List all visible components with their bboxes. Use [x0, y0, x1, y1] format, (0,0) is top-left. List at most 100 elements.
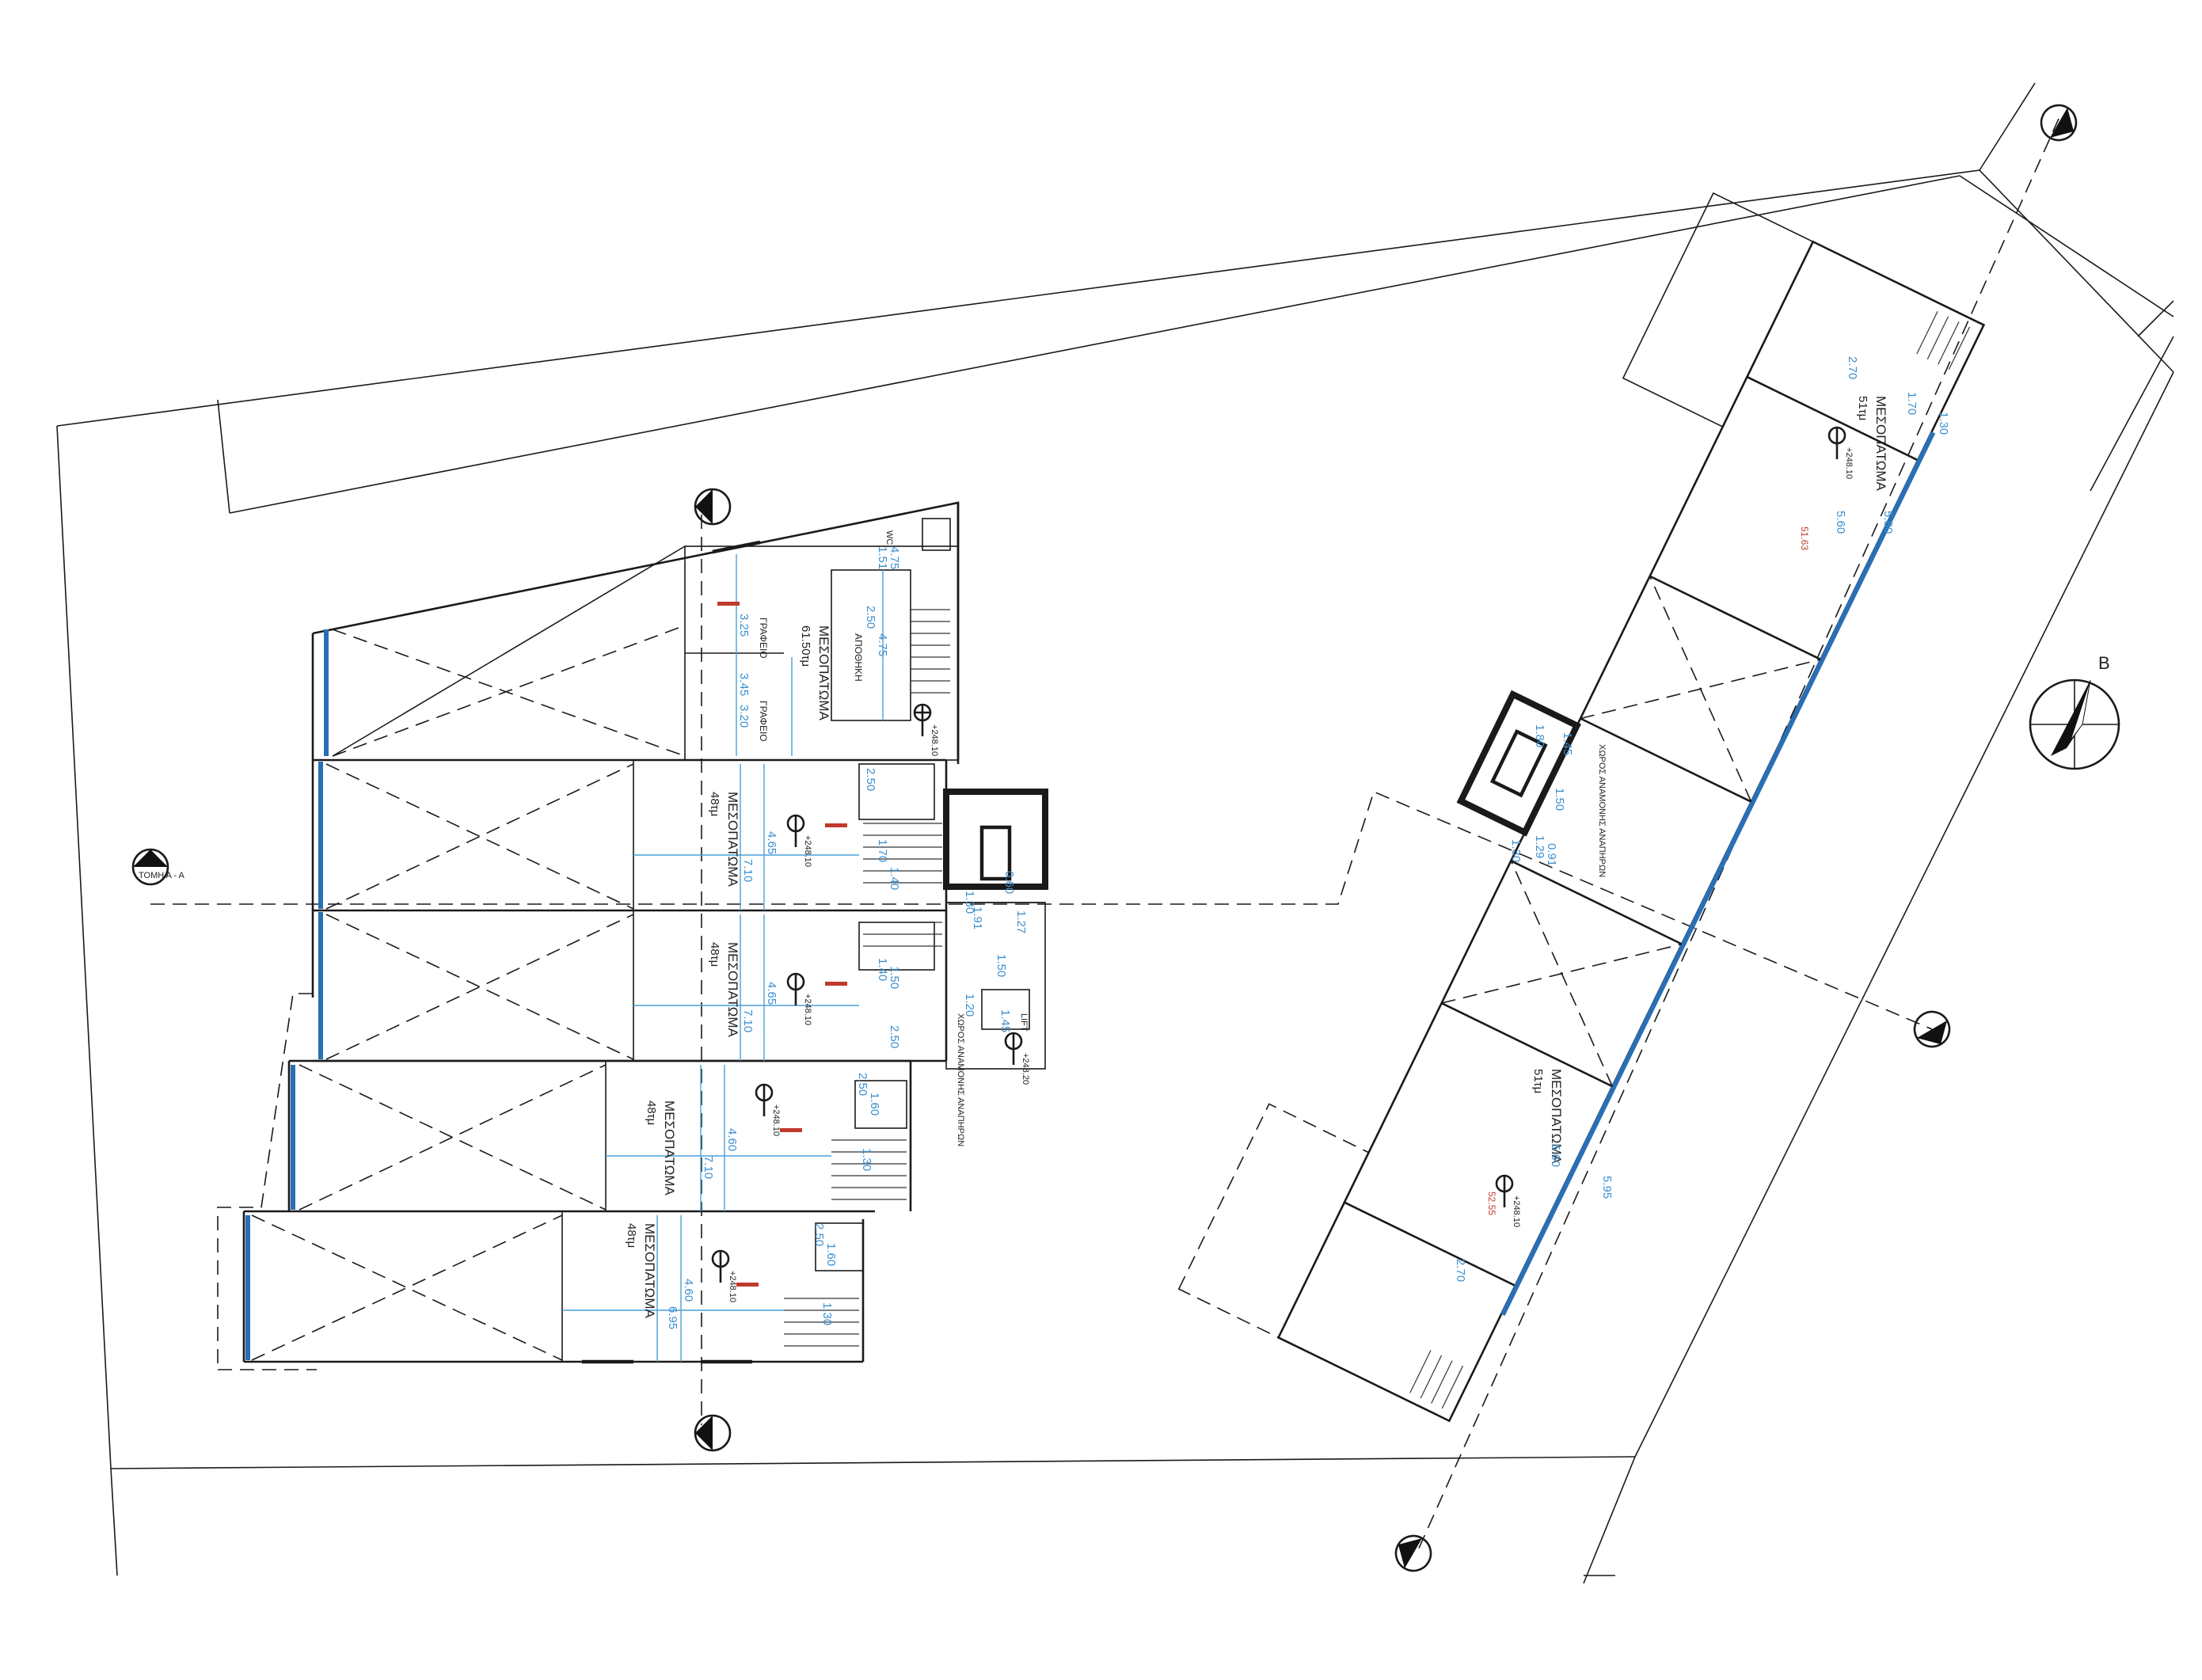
- svg-text:+248.10: +248.10: [803, 835, 812, 867]
- room-area: 48τμ: [708, 942, 721, 967]
- svg-text:1.80: 1.80: [1533, 724, 1546, 747]
- north-arrow-icon: Β: [2029, 653, 2120, 770]
- svg-text:4.60: 4.60: [682, 1279, 695, 1302]
- svg-text:4.60: 4.60: [725, 1128, 739, 1151]
- room-area: 51τμ: [1531, 1069, 1545, 1093]
- svg-text:1.50: 1.50: [995, 954, 1008, 977]
- section-marker-aa-right: [1913, 1010, 1951, 1048]
- svg-text:1.70: 1.70: [876, 839, 889, 862]
- svg-text:1.45: 1.45: [998, 1009, 1012, 1032]
- room-refuge: ΧΩΡΟΣ ΑΝΑΜΟΝΗΣ ΑΝΑΠΗΡΩΝ: [1597, 744, 1607, 877]
- svg-text:1.29: 1.29: [1533, 835, 1546, 858]
- svg-text:+248.10: +248.10: [1844, 447, 1854, 479]
- svg-text:5.95: 5.95: [1600, 1176, 1614, 1199]
- room-area: 48τμ: [645, 1100, 658, 1125]
- room-office: ΓΡΑΦΕΙΟ: [758, 618, 769, 659]
- svg-text:1.30: 1.30: [1937, 412, 1950, 435]
- section-marker-bb-right-top: [2040, 104, 2078, 142]
- svg-text:1.50: 1.50: [1553, 788, 1566, 811]
- svg-text:1.40: 1.40: [888, 867, 901, 890]
- svg-text:4.65: 4.65: [765, 831, 778, 854]
- svg-text:6.95: 6.95: [666, 1306, 679, 1329]
- svg-text:1.51: 1.51: [876, 546, 889, 569]
- north-label: Β: [2098, 653, 2110, 673]
- room-area: 48τμ: [625, 1223, 638, 1248]
- svg-text:1.91: 1.91: [971, 907, 984, 929]
- room-name: ΜΕΣΟΠΑΤΩΜΑ: [662, 1100, 677, 1196]
- section-marker-aa-left: ΤΟΜΗ Α - Α: [131, 848, 185, 886]
- section-line-a-a: [150, 790, 1933, 1030]
- svg-text:1.27: 1.27: [1014, 910, 1028, 933]
- svg-text:7.10: 7.10: [741, 1009, 755, 1032]
- svg-text:51.63: 51.63: [1799, 526, 1810, 550]
- svg-text:2.70: 2.70: [1454, 1259, 1467, 1282]
- section-marker-bb-bottom: [694, 1414, 732, 1452]
- svg-text:7.10: 7.10: [702, 1156, 715, 1179]
- svg-text:1.30: 1.30: [860, 1148, 873, 1171]
- svg-text:5.80: 5.80: [1881, 511, 1895, 534]
- unit-interiors: [784, 763, 942, 1347]
- plot-boundary: [56, 82, 2174, 1584]
- svg-text:1.40: 1.40: [876, 958, 889, 981]
- svg-text:2.50: 2.50: [812, 1223, 826, 1246]
- svg-text:2.50: 2.50: [864, 606, 877, 629]
- room-area: 48τμ: [708, 792, 721, 816]
- svg-text:4.65: 4.65: [765, 982, 778, 1005]
- room-name: ΜΕΣΟΠΑΤΩΜΑ: [725, 942, 740, 1038]
- svg-text:3.20: 3.20: [737, 705, 751, 728]
- svg-text:2.50: 2.50: [888, 1025, 901, 1048]
- room-labels: ΜΕΣΟΠΑΤΩΜΑ 61.50τμ ΓΡΑΦΕΙΟ ΓΡΑΦΕΙΟ ΑΠΟΘΗ…: [625, 396, 1888, 1319]
- room-area: 51τμ: [1856, 396, 1869, 420]
- svg-text:2.70: 2.70: [1846, 356, 1859, 379]
- svg-text:+248.10: +248.10: [728, 1271, 737, 1302]
- svg-text:ΤΟΜΗ Α - Α: ΤΟΜΗ Α - Α: [139, 871, 185, 880]
- svg-text:+248.10: +248.10: [803, 994, 812, 1025]
- svg-text:1.60: 1.60: [824, 1243, 838, 1266]
- section-marker-bb-right-bottom: [1394, 1534, 1432, 1572]
- svg-text:1.45: 1.45: [1561, 732, 1574, 755]
- svg-text:2.50: 2.50: [856, 1073, 869, 1096]
- dimension-labels: 4.75 1.51 3.25 3.45 3.20 2.50 4.75 4.65 …: [666, 356, 1950, 1329]
- svg-text:+248.10: +248.10: [771, 1104, 781, 1136]
- svg-text:1.50: 1.50: [888, 966, 901, 989]
- room-lift: LIFT: [1019, 1013, 1029, 1032]
- room-name: ΜΕΣΟΠΑΤΩΜΑ: [725, 792, 740, 888]
- svg-text:7.10: 7.10: [741, 859, 755, 882]
- room-name: ΜΕΣΟΠΑΤΩΜΑ: [1549, 1069, 1564, 1165]
- svg-text:5.60: 5.60: [1549, 1144, 1562, 1167]
- svg-text:1.20: 1.20: [963, 994, 976, 1017]
- core-stair: [943, 789, 1048, 1070]
- svg-text:2.50: 2.50: [864, 768, 877, 791]
- svg-text:1.30: 1.30: [963, 891, 976, 914]
- room-office: ΓΡΑΦΕΙΟ: [758, 701, 769, 742]
- void-area: [251, 545, 686, 1362]
- svg-text:52.55: 52.55: [1486, 1192, 1497, 1215]
- room-name: ΜΕΣΟΠΑΤΩΜΑ: [1873, 396, 1888, 492]
- svg-text:3.25: 3.25: [737, 614, 751, 637]
- svg-text:1.30: 1.30: [820, 1302, 834, 1325]
- room-refuge: ΧΩΡΟΣ ΑΝΑΜΟΝΗΣ ΑΝΑΠΗΡΩΝ: [956, 1013, 965, 1146]
- left-building: [217, 501, 1048, 1370]
- svg-text:0.91: 0.91: [1545, 843, 1558, 866]
- room-storage: ΑΠΟΘΗΚΗ: [853, 633, 864, 682]
- svg-text:5.60: 5.60: [1834, 511, 1847, 534]
- svg-text:+248.10: +248.10: [930, 724, 939, 756]
- svg-text:3.45: 3.45: [737, 673, 751, 696]
- svg-text:+248.10: +248.10: [1512, 1195, 1521, 1227]
- svg-text:4.75: 4.75: [876, 633, 889, 656]
- svg-text:+248.20: +248.20: [1021, 1053, 1030, 1085]
- svg-text:1.30: 1.30: [1509, 839, 1523, 862]
- dimension-lines: [562, 554, 884, 1362]
- svg-text:1.60: 1.60: [868, 1093, 881, 1116]
- room-area: 61.50τμ: [799, 625, 812, 667]
- level-markers: +248.10 +248.10 +248.10 +248.10 +248.10 …: [711, 426, 1854, 1302]
- room-wc: WC: [884, 530, 894, 545]
- red-markers: [717, 602, 847, 1287]
- right-building: [1177, 192, 1986, 1423]
- svg-text:0.60: 0.60: [1002, 871, 1016, 894]
- svg-text:1.70: 1.70: [1905, 392, 1919, 415]
- section-marker-bb-top: [694, 488, 732, 526]
- room-name: ΜΕΣΟΠΑΤΩΜΑ: [816, 625, 831, 721]
- room-name: ΜΕΣΟΠΑΤΩΜΑ: [642, 1223, 657, 1319]
